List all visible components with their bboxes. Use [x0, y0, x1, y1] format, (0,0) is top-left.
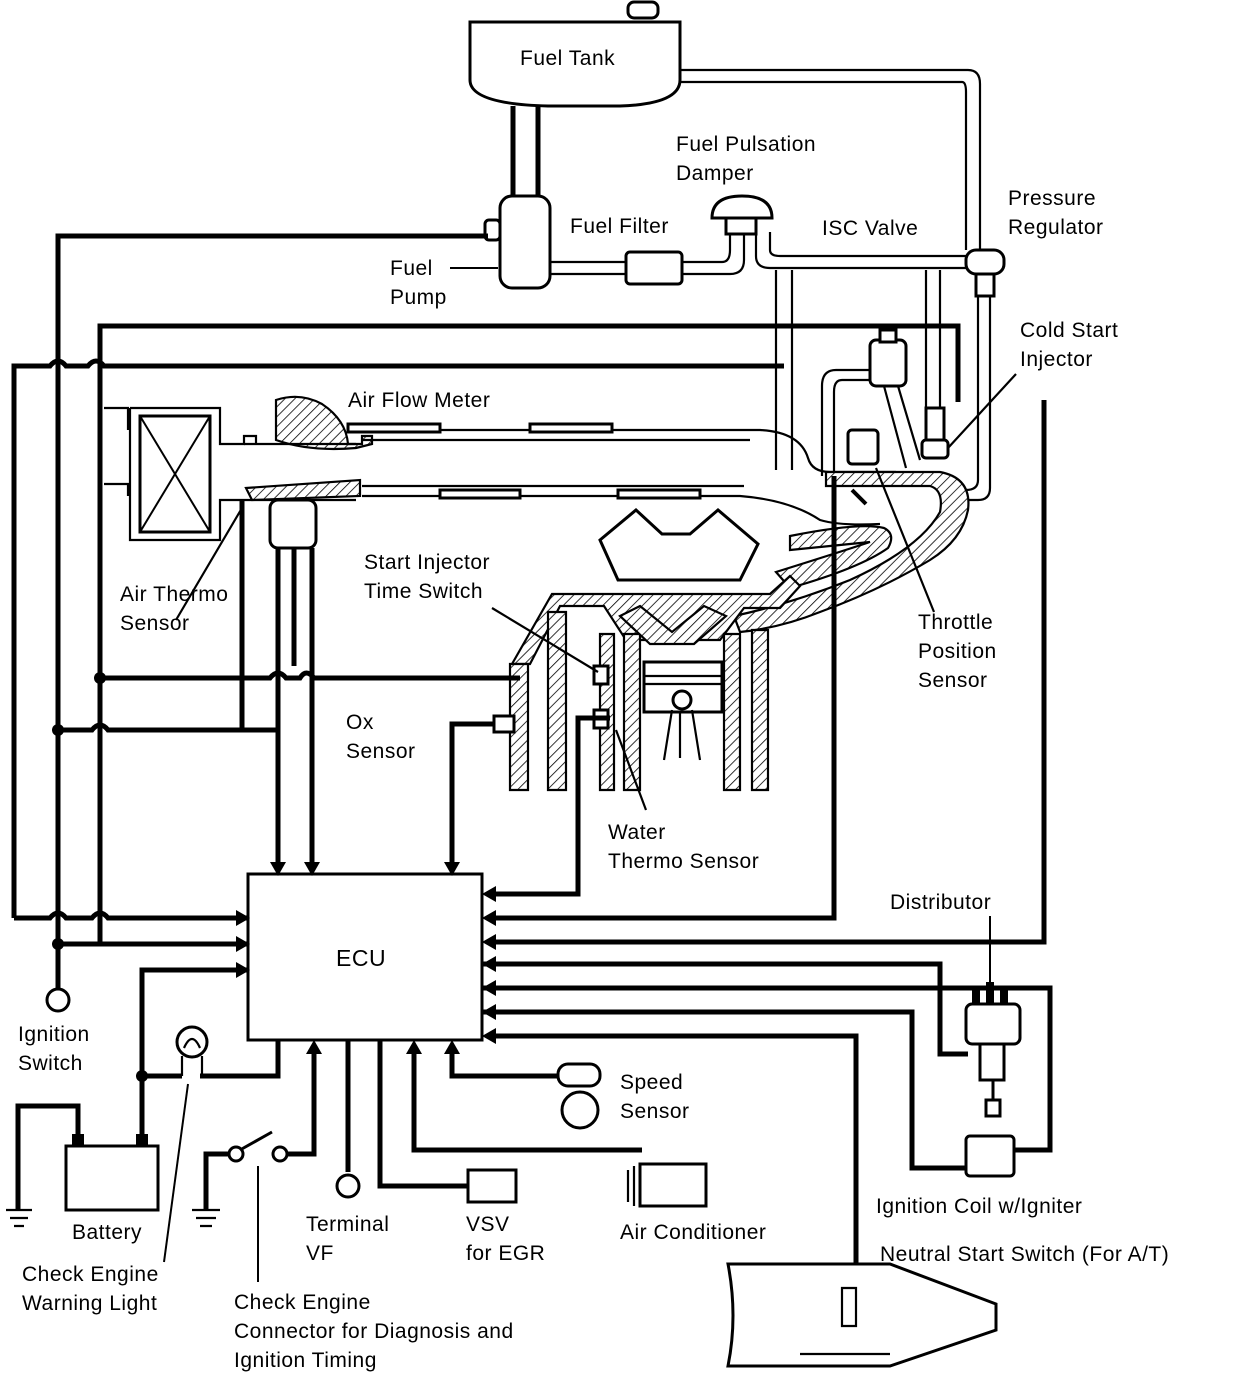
intake-duct	[362, 428, 896, 526]
ecu-arrows	[236, 862, 496, 1054]
vsv-for-egr-label: VSV for EGR	[466, 1213, 546, 1265]
isc-valve-label: ISC Valve	[822, 217, 919, 240]
fuel-filter	[624, 250, 684, 286]
junction-dots	[52, 672, 148, 1082]
speed-sensor	[556, 1062, 602, 1130]
distributor-label: Distributor	[890, 891, 992, 914]
fuel-tank-label: Fuel Tank	[520, 47, 616, 70]
speed-sensor-label: Speed Sensor	[620, 1071, 690, 1123]
fuel-pump-label: Fuel Pump	[390, 257, 447, 309]
fuel-pulsation-damper-label: Fuel Pulsation Damper	[676, 133, 817, 185]
ox-sensor	[492, 714, 516, 734]
leader-lines	[175, 373, 1017, 811]
air-flow-meter	[244, 395, 374, 550]
check-engine-connector-label: Check Engine Connector for Diagnosis and…	[234, 1291, 514, 1372]
battery	[64, 1134, 160, 1212]
air-flow-meter-label: Air Flow Meter	[348, 389, 491, 412]
air-thermo-sensor-label: Air Thermo Sensor	[120, 583, 229, 635]
air-conditioner	[626, 1162, 708, 1208]
fuel-line-pump-filter	[550, 232, 746, 276]
check-engine-connector	[227, 1130, 289, 1282]
ignition-switch-label: Ignition Switch	[18, 1023, 90, 1075]
fuel-tank	[468, 0, 682, 108]
fuel-rail	[774, 270, 942, 470]
ecu-box	[246, 872, 484, 1042]
cold-start-injector-label: Cold Start Injector	[1020, 319, 1119, 371]
start-injector-time-switch-label: Start Injector Time Switch	[364, 551, 491, 603]
cold-start-injector	[920, 406, 950, 460]
fuel-line-tank-pump	[510, 106, 541, 200]
air-conditioner-label: Air Conditioner	[620, 1221, 767, 1244]
neutral-start-switch-label: Neutral Start Switch (For A/T)	[880, 1243, 1170, 1266]
ecu-label: ECU	[336, 945, 387, 971]
vsv-for-egr	[466, 1168, 518, 1204]
engine	[508, 508, 802, 792]
start-injector-time-switch	[592, 664, 610, 686]
check-engine-warning-light	[163, 1025, 209, 1263]
terminal-vf	[335, 1173, 361, 1199]
fuel-return-line	[680, 68, 982, 250]
pressure-regulator-label: Pressure Regulator	[1008, 187, 1104, 239]
water-thermo-sensor-label: Water Thermo Sensor	[608, 821, 760, 873]
air-cleaner	[104, 406, 258, 542]
ignition-switch	[45, 987, 71, 1013]
fuel-pulsation-damper	[710, 194, 774, 236]
fuel-pump	[450, 194, 552, 290]
throttle-position-sensor-label: Throttle Position Sensor	[918, 611, 997, 692]
fuel-delivery-pipe	[754, 232, 968, 270]
transmission	[726, 1262, 998, 1368]
terminal-vf-label: Terminal VF	[306, 1213, 390, 1265]
wiring	[11, 233, 1053, 1280]
battery-label: Battery	[72, 1221, 143, 1244]
fuel-filter-label: Fuel Filter	[570, 215, 669, 238]
distributor	[964, 916, 1022, 1118]
throttle-body	[732, 428, 970, 634]
duct-clamps	[346, 422, 702, 500]
ignition-coil-label: Ignition Coil w/Igniter	[876, 1195, 1083, 1218]
ground-symbols	[6, 1208, 220, 1228]
ignition-coil	[964, 1134, 1016, 1178]
pressure-regulator	[950, 248, 1006, 502]
check-engine-warning-light-label: Check Engine Warning Light	[22, 1263, 159, 1315]
isc-valve	[820, 328, 922, 476]
ox-sensor-label: Ox Sensor	[346, 711, 416, 763]
